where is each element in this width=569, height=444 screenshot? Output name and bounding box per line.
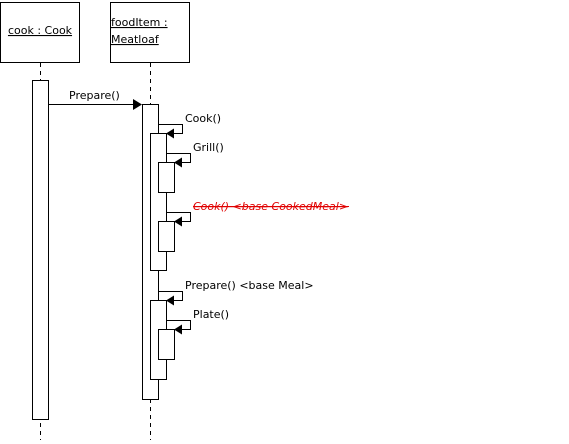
arrowhead-icon (174, 324, 182, 335)
activation-fooditem-plate[interactable] (158, 329, 175, 360)
activation-cook[interactable] (32, 80, 49, 420)
arrowhead-icon (133, 99, 142, 110)
activation-fooditem-grill[interactable] (158, 162, 175, 193)
message-grill[interactable]: Grill() (166, 141, 224, 168)
arrowhead-icon (174, 157, 182, 168)
message-prepare[interactable]: Prepare() (49, 89, 142, 110)
message-grill-line (166, 153, 191, 163)
lifeline-fooditem-label-line1: foodItem : (111, 16, 168, 29)
message-prepare-base[interactable]: Prepare() <base Meal> (158, 279, 314, 306)
arrowhead-icon (166, 128, 174, 139)
lifeline-fooditem-label-line2: Meatloaf (111, 33, 160, 46)
message-prepare-base-label: Prepare() <base Meal> (185, 279, 314, 292)
arrowhead-icon (166, 295, 174, 306)
lifeline-cook-label: cook : Cook (8, 24, 73, 37)
message-plate-line (166, 320, 191, 330)
lifeline-fooditem[interactable]: foodItem : Meatloaf (110, 2, 190, 441)
message-plate-label: Plate() (193, 308, 229, 321)
message-cook-base[interactable]: Cook() <base CookedMeal> (166, 200, 349, 227)
message-cook-self-line (158, 124, 183, 134)
message-grill-label: Grill() (193, 141, 224, 154)
lifeline-cook-head[interactable] (0, 2, 80, 63)
arrowhead-icon (174, 216, 182, 227)
message-cook-self-label: Cook() (185, 112, 221, 125)
message-prepare-base-line (158, 291, 183, 301)
message-prepare-label: Prepare() (69, 89, 120, 102)
message-cook-base-line (166, 212, 191, 222)
message-plate[interactable]: Plate() (166, 308, 229, 335)
message-cook-self[interactable]: Cook() (158, 112, 221, 139)
activation-fooditem-cook-base[interactable] (158, 221, 175, 252)
lifeline-fooditem-head[interactable] (110, 2, 190, 63)
